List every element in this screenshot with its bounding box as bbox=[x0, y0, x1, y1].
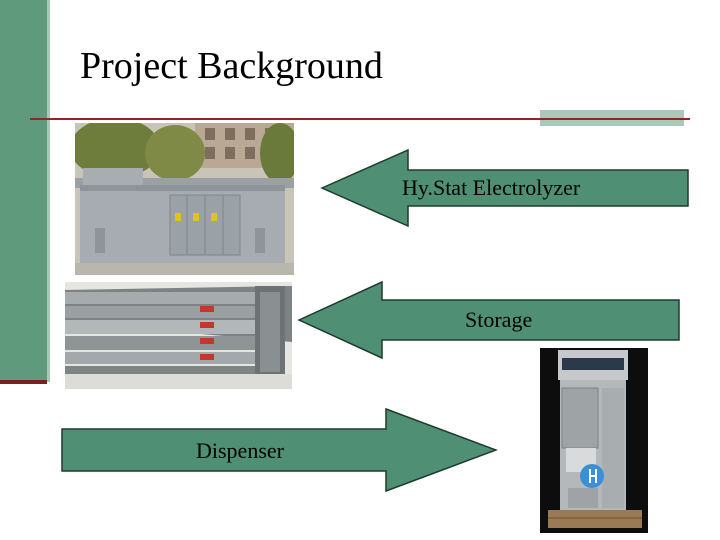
left-accent-bar-base bbox=[0, 380, 47, 384]
arrow-right-icon bbox=[61, 407, 498, 493]
slide-title: Project Background bbox=[80, 45, 383, 87]
storage-photo bbox=[65, 282, 292, 389]
left-accent-bar bbox=[0, 0, 47, 382]
left-accent-bar-shadow bbox=[47, 0, 50, 382]
dispenser-photo bbox=[540, 348, 648, 533]
title-rule bbox=[30, 118, 690, 120]
electrolyzer-arrow: Hy.Stat Electrolyzer bbox=[320, 148, 690, 228]
electrolyzer-label: Hy.Stat Electrolyzer bbox=[402, 175, 581, 200]
dispenser-label: Dispenser bbox=[196, 438, 284, 463]
arrow-left-icon bbox=[320, 148, 689, 228]
electrolyzer-photo bbox=[75, 123, 294, 275]
dispenser-arrow: Dispenser bbox=[60, 407, 498, 493]
arrow-left-icon bbox=[297, 280, 680, 360]
storage-arrow: Storage bbox=[297, 280, 681, 360]
storage-label: Storage bbox=[465, 307, 533, 332]
